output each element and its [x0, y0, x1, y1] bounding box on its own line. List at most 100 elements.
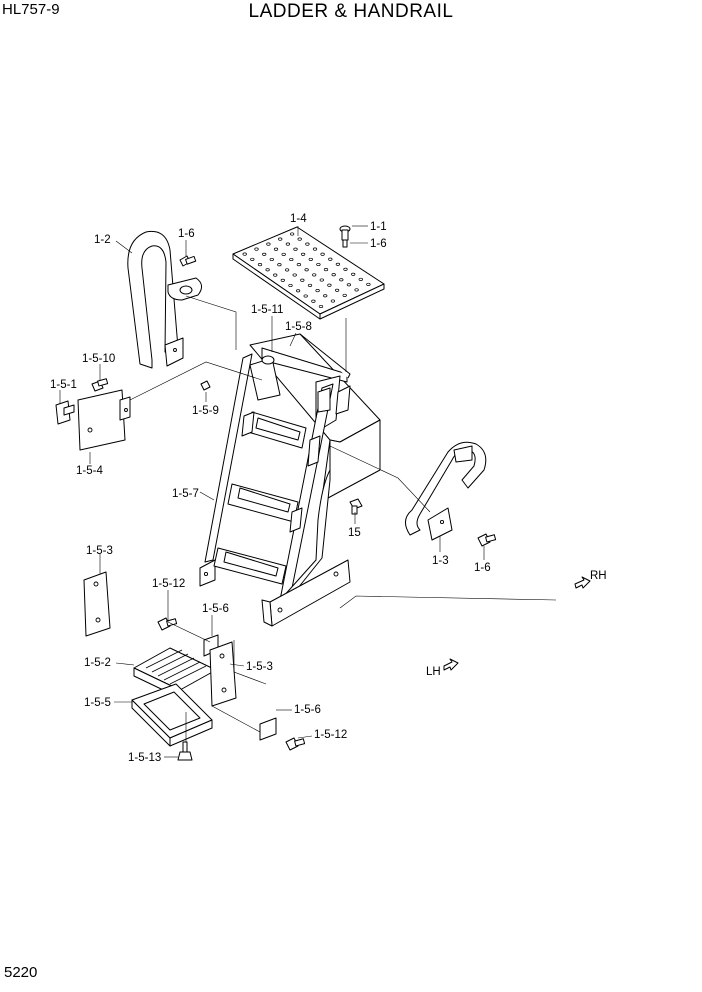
leader-lines — [59, 225, 557, 758]
perforation-hole — [289, 232, 295, 236]
perforation-hole — [242, 252, 247, 256]
perforation-hole — [366, 282, 371, 286]
perforation-hole — [312, 247, 318, 251]
perforation-hole — [318, 304, 324, 309]
perforation-hole — [354, 288, 359, 292]
clip-1-5-1 — [55, 400, 75, 425]
part-labels: 1-2 1-6 1-4 1-1 1-6 1-5-11 1-5-8 1-5-10 … — [50, 213, 607, 764]
perforation-hole — [311, 299, 316, 303]
perforation-hole — [339, 278, 344, 282]
label-1-5-6: 1-5-6 — [202, 603, 229, 615]
perforation-hole — [297, 237, 302, 241]
label-1-5-8: 1-5-8 — [285, 321, 312, 333]
perforation-hole — [280, 278, 285, 282]
perforation-hole — [304, 268, 309, 272]
perforation-hole — [273, 273, 278, 277]
perforation-hole — [331, 273, 336, 277]
perforation-hole — [266, 242, 271, 246]
model-number: HL757-9 — [2, 1, 60, 18]
perforation-hole — [316, 262, 321, 267]
label-1-3: 1-3 — [432, 555, 449, 567]
handrail-1-2 — [127, 230, 202, 369]
label-1-5-1: 1-5-1 — [50, 379, 77, 391]
perforation-hole — [327, 283, 332, 287]
perforation-hole — [346, 283, 352, 287]
bolt-1-5-10 — [91, 378, 109, 392]
page-number: 5220 — [4, 964, 38, 981]
perforation-hole — [269, 257, 274, 262]
bolt-1-5-12-a — [157, 617, 178, 631]
perforation-hole — [330, 299, 336, 303]
label-1-6: 1-6 — [370, 238, 387, 250]
cover-plate-1-5-4 — [77, 389, 131, 451]
label-1-5-4: 1-5-4 — [76, 465, 103, 477]
ladder-frame — [199, 333, 381, 627]
bracket-1-5-3-left — [83, 571, 111, 637]
perforation-hole — [308, 257, 313, 261]
shim-1-5-6-b — [259, 717, 277, 741]
handrail-1-3 — [405, 441, 487, 541]
label-1-5-2: 1-5-2 — [84, 657, 111, 669]
arrow-rh-icon — [574, 576, 591, 589]
bolt-1-6 — [179, 255, 197, 267]
perforation-hole — [292, 273, 297, 277]
label-1-5-10: 1-5-10 — [82, 353, 115, 365]
frame-1-5-5 — [131, 683, 213, 747]
bracket-1-5-3-right — [209, 641, 237, 707]
label-1-2: 1-2 — [94, 234, 111, 246]
bolt-1-5-13 — [177, 741, 193, 761]
bolt-1-6-rh — [477, 533, 497, 547]
label-1-5-3: 1-5-3 — [246, 661, 273, 673]
perforation-hole — [303, 294, 308, 298]
perforation-hole — [277, 263, 282, 267]
perforation-hole — [328, 257, 333, 261]
perforation-hole — [254, 247, 259, 251]
label-1-5-12: 1-5-12 — [314, 729, 347, 741]
perforation-hole — [323, 268, 329, 272]
label-1-1: 1-1 — [370, 221, 387, 233]
label-15: 15 — [348, 527, 361, 539]
perforation-hole — [342, 293, 347, 297]
perforation-hole — [273, 247, 279, 251]
perforation-hole — [334, 288, 340, 292]
label-lh: LH — [426, 666, 441, 678]
bolt-1-1 — [339, 225, 351, 248]
perforation-hole — [265, 268, 270, 272]
perforation-hole — [358, 277, 363, 281]
perforation-hole — [257, 263, 263, 267]
label-rh: RH — [590, 570, 607, 582]
perforation-hole — [351, 272, 356, 276]
label-1-6: 1-6 — [474, 562, 491, 574]
perforation-hole — [281, 252, 286, 256]
label-1-5-13: 1-5-13 — [128, 752, 161, 764]
label-1-5-5: 1-5-5 — [84, 697, 111, 709]
perforation-hole — [293, 247, 298, 251]
perforation-hole — [284, 268, 290, 272]
label-1-5-7: 1-5-7 — [172, 488, 199, 500]
perforation-hole — [295, 289, 301, 293]
perforation-hole — [335, 262, 341, 266]
page-title: LADDER & HANDRAIL — [248, 1, 454, 22]
label-1-5-6: 1-5-6 — [294, 704, 321, 716]
perforation-hole — [288, 283, 293, 288]
nut-1-5-9 — [200, 380, 211, 391]
bolt-1-5-12-b — [285, 737, 306, 751]
perforation-hole — [300, 252, 306, 256]
perforation-hole — [307, 283, 313, 287]
perforation-hole — [296, 263, 302, 267]
step-plate-1-4 — [232, 226, 385, 320]
arrow-lh-icon — [443, 658, 459, 671]
perforation-hole — [319, 278, 324, 282]
label-1-6: 1-6 — [178, 228, 195, 240]
label-1-5-9: 1-5-9 — [192, 405, 219, 417]
perforation-hole — [285, 242, 291, 246]
label-1-5-12: 1-5-12 — [152, 578, 185, 590]
perforation-hole — [343, 267, 348, 271]
label-1-4: 1-4 — [290, 213, 307, 225]
perforation-hole — [315, 289, 320, 293]
perforation-hole — [300, 278, 305, 282]
label-1-5-11: 1-5-11 — [251, 304, 283, 316]
perforation-hole — [262, 252, 267, 256]
